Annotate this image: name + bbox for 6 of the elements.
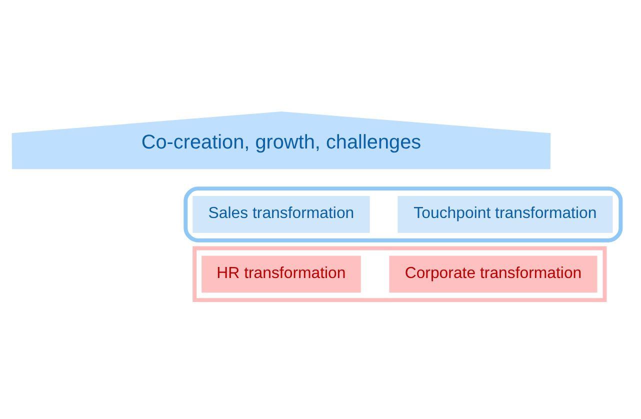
node-box: HR transformation	[202, 255, 361, 292]
node-box: Sales transformation	[192, 196, 370, 232]
node-box: Touchpoint transformation	[398, 196, 613, 232]
cluster	[184, 186, 623, 242]
cluster	[192, 246, 607, 302]
node-box: Corporate transformation	[389, 255, 598, 292]
